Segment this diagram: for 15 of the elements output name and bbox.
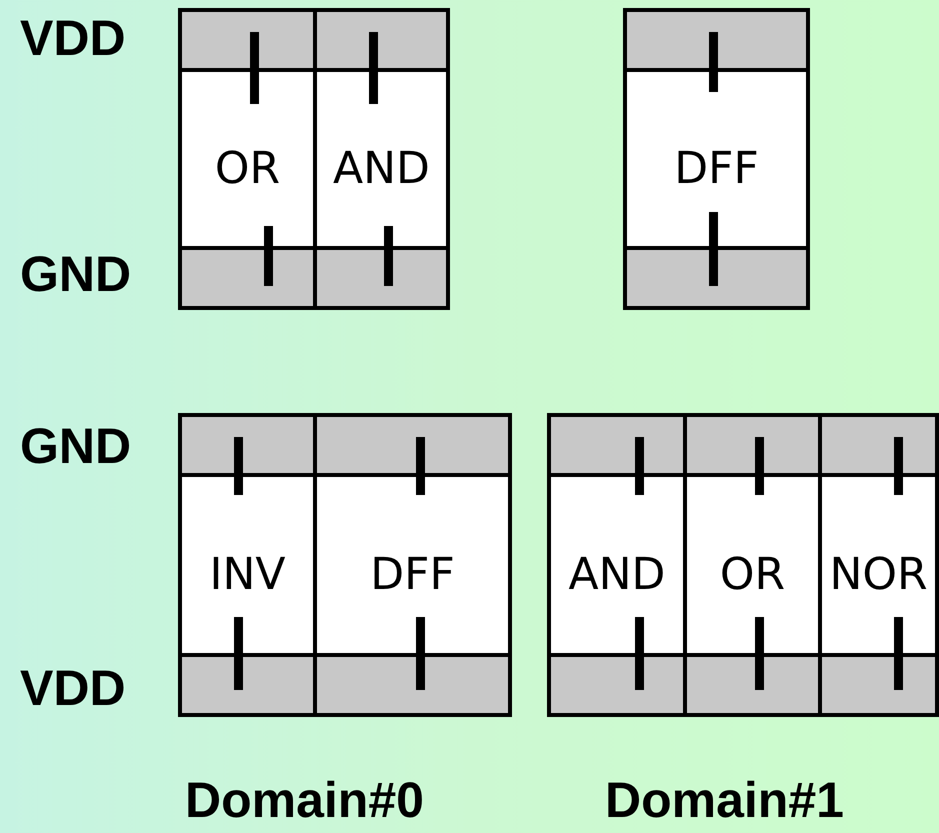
domain-label: Domain#1 [605,772,844,828]
cell-name: OR [214,144,282,194]
cell-name: DFF [369,550,456,600]
domain-label: Domain#0 [185,772,424,828]
rail-label: GND [20,418,132,474]
rail-label: VDD [20,10,126,66]
cell-name: INV [208,550,286,600]
rail-label: GND [20,246,132,302]
cell-name: AND [568,550,666,600]
cell-name: OR [718,550,786,600]
cell-name: NOR [828,550,929,600]
standard-cell [623,8,810,310]
rail-label: VDD [20,660,126,716]
cell-name: DFF [673,144,760,194]
cell-name: AND [332,144,431,194]
